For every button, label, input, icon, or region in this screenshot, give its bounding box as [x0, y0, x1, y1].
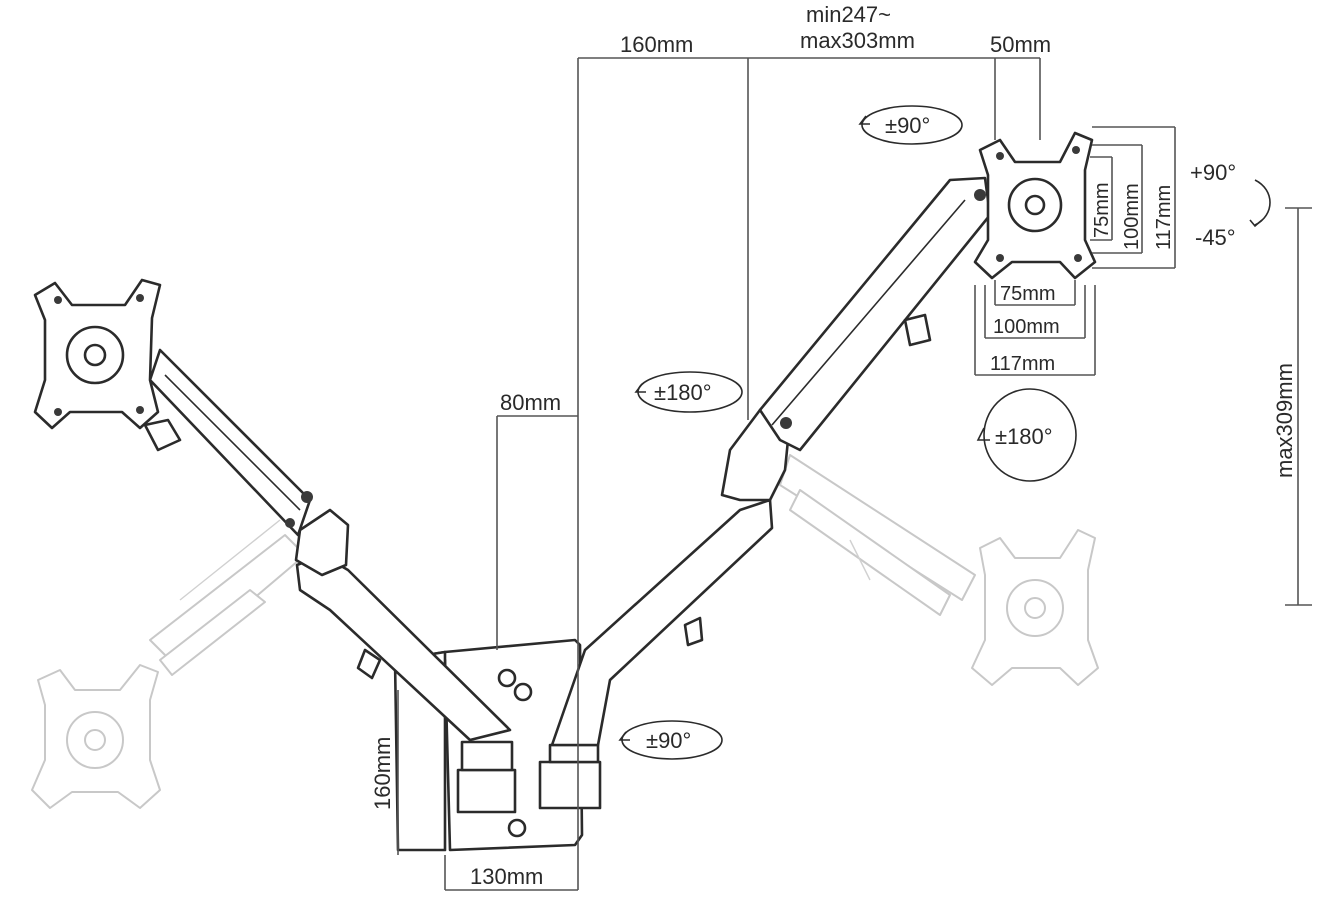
svg-text:±180°: ±180° — [654, 380, 712, 405]
label-vesa-h2: 100mm — [993, 316, 1060, 338]
svg-text:±90°: ±90° — [646, 728, 691, 753]
label-arm-length: 160mm — [620, 32, 693, 57]
svg-text:±180°: ±180° — [995, 424, 1053, 449]
label-vesa-h1: 75mm — [1000, 283, 1056, 305]
label-vesa-h3: 117mm — [990, 353, 1055, 375]
rotation-badge-base: ±90° — [618, 720, 723, 760]
left-vesa-plate — [33, 278, 162, 430]
label-base-width: 130mm — [470, 864, 543, 889]
label-vesa-v1: 75mm — [1091, 182, 1113, 238]
label-pole-offset: 80mm — [500, 390, 561, 415]
label-vesa-v2: 100mm — [1121, 183, 1143, 250]
ghost-left-plate — [31, 664, 161, 809]
label-plate-offset: 50mm — [990, 32, 1051, 57]
label-height-adjust: max309mm — [1272, 363, 1297, 478]
svg-text:±90°: ±90° — [885, 113, 930, 138]
label-extension-max: max303mm — [800, 28, 915, 53]
svg-text:+90°: +90° — [1190, 160, 1236, 185]
label-base-height: 160mm — [370, 737, 395, 810]
label-vesa-v3: 117mm — [1153, 185, 1175, 250]
ghost-right-plate — [971, 529, 1099, 686]
svg-text:-45°: -45° — [1195, 225, 1236, 250]
rotation-badge-right: ±180° — [976, 388, 1077, 482]
ghost-right-arm — [779, 454, 976, 616]
rotation-badge-top: ±90° — [858, 105, 963, 145]
label-extension-min: min247~ — [806, 2, 891, 27]
dimension-lines — [397, 57, 1312, 891]
rotation-badge-mid: ±180° — [634, 371, 743, 413]
tilt-indicator: +90° -45° — [1190, 160, 1271, 250]
right-vesa-plate — [973, 131, 1097, 280]
ghost-left-arm — [149, 519, 306, 676]
right-arm — [538, 176, 992, 810]
left-arm — [143, 348, 517, 814]
